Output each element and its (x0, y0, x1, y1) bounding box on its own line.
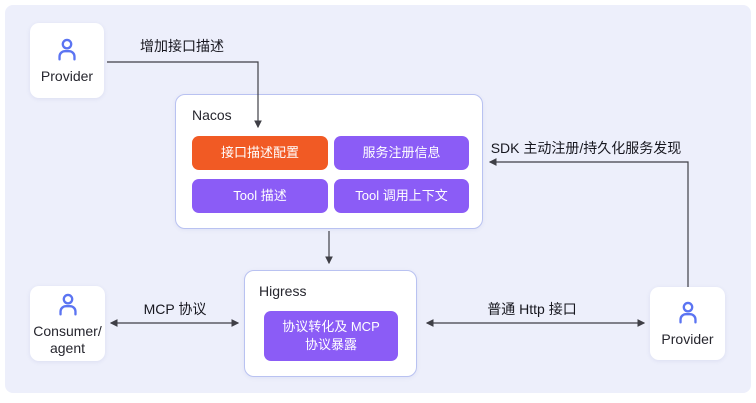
chip-interface-desc-config: 接口描述配置 (192, 136, 328, 170)
node-label: Consumer/ agent (33, 323, 101, 355)
chip-line2: 协议暴露 (304, 337, 357, 352)
person-icon (58, 294, 77, 316)
chip-service-registry-info: 服务注册信息 (334, 136, 469, 170)
node-provider-bottom: Provider (650, 287, 725, 360)
chip-tool-call-context: Tool 调用上下文 (334, 179, 469, 213)
consumer-label-line1: Consumer/ (33, 323, 102, 340)
higress-title: Higress (259, 283, 307, 299)
edge-label-sdk-register: SDK 主动注册/持久化服务发现 (490, 140, 682, 156)
chip-protocol-conversion: 协议转化及 MCP 协议暴露 (264, 311, 398, 361)
node-label: Provider (40, 68, 94, 85)
person-icon (58, 39, 76, 61)
person-icon (678, 302, 697, 324)
nacos-title: Nacos (192, 107, 232, 123)
consumer-label-line2: agent (49, 339, 86, 356)
node-consumer-agent: Consumer/ agent (30, 286, 105, 361)
chip-line1: 协议转化及 MCP (282, 319, 380, 335)
node-higress: Higress 协议转化及 MCP 协议暴露 (244, 270, 417, 377)
edge-label-mcp-protocol: MCP 协议 (143, 301, 207, 317)
chip-tool-description: Tool 描述 (192, 179, 328, 213)
node-nacos: Nacos 接口描述配置 服务注册信息 Tool 描述 Tool 调用上下文 (175, 94, 483, 229)
node-provider-top: Provider (30, 23, 104, 98)
edge-label-http-interface: 普通 Http 接口 (487, 301, 577, 317)
node-label: Provider (661, 331, 714, 348)
edge-label-add-interface-desc: 增加接口描述 (140, 38, 224, 54)
